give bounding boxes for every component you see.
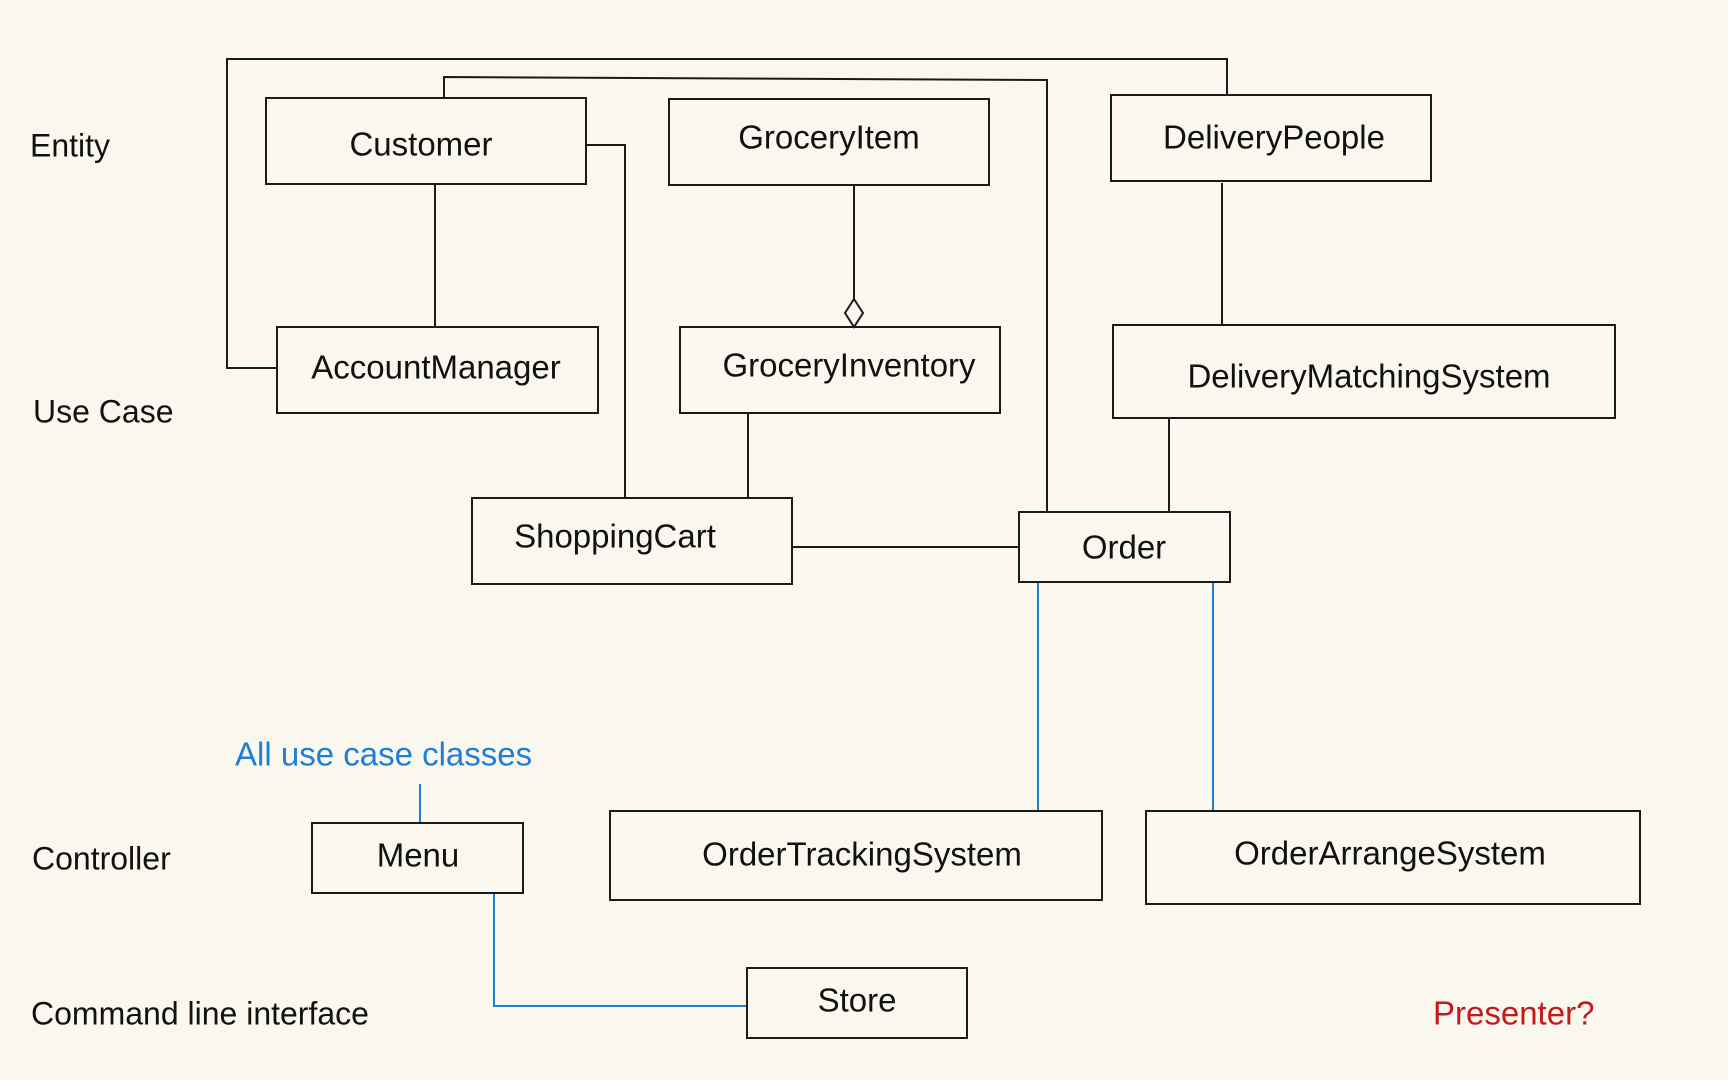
connector-customer-shoppingcart	[586, 144, 626, 498]
class-deliverypeople[interactable]: DeliveryPeople	[1110, 94, 1432, 182]
class-order-label: Order	[1082, 529, 1166, 566]
class-menu[interactable]: Menu	[311, 822, 524, 894]
note-all-use-case-classes: All use case classes	[235, 736, 532, 773]
class-deliverypeople-label: DeliveryPeople	[1163, 119, 1385, 156]
class-accountmanager[interactable]: AccountManager	[276, 326, 599, 414]
class-orderarrangesystem-label: OrderArrangeSystem	[1234, 835, 1546, 872]
note-presenter: Presenter?	[1433, 995, 1594, 1032]
connector-accountmanager-deliverypeople	[226, 58, 1228, 369]
class-groceryinventory[interactable]: GroceryInventory	[679, 326, 1001, 414]
class-ordertrackingsystem[interactable]: OrderTrackingSystem	[609, 810, 1103, 901]
class-deliverymatchingsystem-label: DeliveryMatchingSystem	[1187, 358, 1550, 395]
class-orderarrangesystem[interactable]: OrderArrangeSystem	[1145, 810, 1641, 905]
class-ordertrackingsystem-label: OrderTrackingSystem	[702, 836, 1022, 873]
class-customer[interactable]: Customer	[265, 97, 587, 185]
class-shoppingcart[interactable]: ShoppingCart	[471, 497, 793, 585]
class-groceryitem-label: GroceryItem	[738, 119, 920, 156]
class-shoppingcart-label: ShoppingCart	[514, 518, 716, 555]
class-store-label: Store	[818, 982, 897, 1019]
layer-label-command-line-interface: Command line interface	[31, 995, 369, 1031]
class-menu-label: Menu	[377, 837, 460, 874]
aggregation-diamond	[843, 297, 865, 329]
class-groceryitem[interactable]: GroceryItem	[668, 98, 990, 186]
connector-customer-order	[443, 75, 1048, 512]
class-store[interactable]: Store	[746, 967, 968, 1039]
class-deliverymatchingsystem[interactable]: DeliveryMatchingSystem	[1112, 324, 1616, 419]
connector-menu-store	[493, 893, 747, 1007]
layer-label-entity: Entity	[30, 127, 110, 163]
layer-label-controller: Controller	[32, 840, 171, 876]
layer-label-use-case: Use Case	[33, 393, 174, 429]
class-customer-label: Customer	[349, 126, 492, 163]
class-accountmanager-label: AccountManager	[311, 349, 560, 386]
class-order[interactable]: Order	[1018, 511, 1231, 583]
class-groceryinventory-label: GroceryInventory	[722, 347, 976, 384]
